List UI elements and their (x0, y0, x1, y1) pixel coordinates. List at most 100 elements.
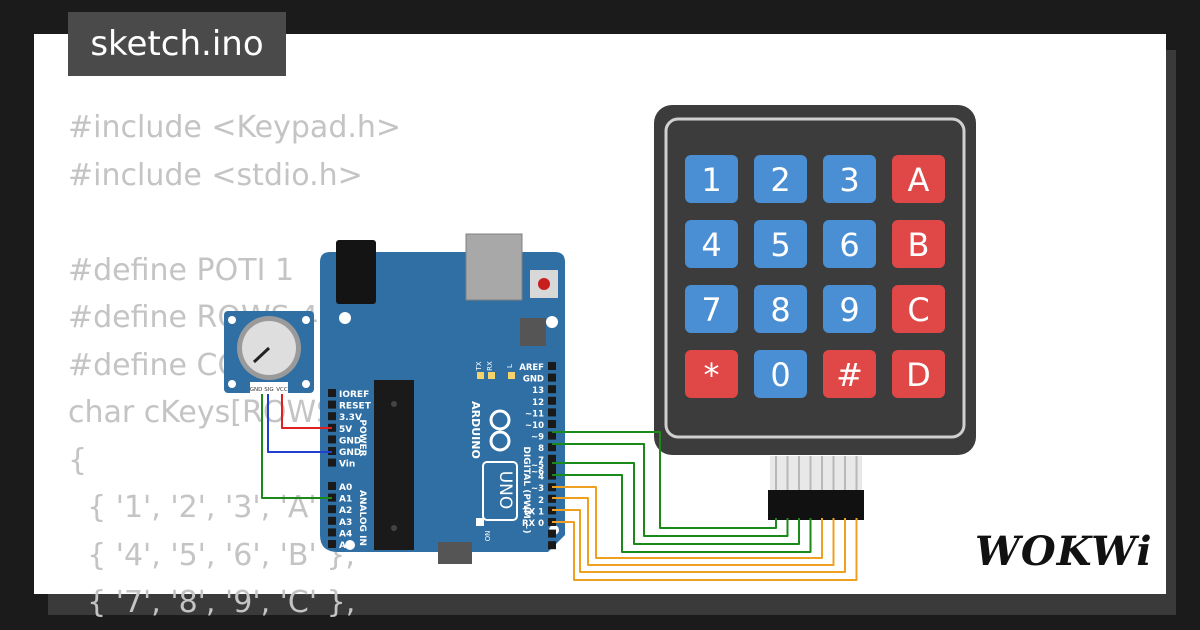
header-pin[interactable] (548, 420, 556, 428)
pin-label: Vin (339, 460, 355, 470)
header-pin[interactable] (548, 541, 556, 550)
led-label: L (506, 364, 514, 368)
key-label: 0 (770, 356, 790, 394)
key-A[interactable]: A (892, 155, 945, 203)
key-cap[interactable] (685, 285, 738, 333)
pin-label: 8 (538, 444, 544, 454)
power-jack (336, 240, 376, 304)
header-pin[interactable] (548, 431, 556, 440)
header-pin[interactable] (548, 373, 556, 382)
key-label: 3 (839, 161, 859, 199)
key-cap[interactable] (754, 285, 807, 333)
header-pin[interactable] (328, 482, 336, 490)
header-pin[interactable] (548, 466, 556, 475)
key-label: 9 (839, 291, 859, 329)
wokwi-logo: WOKWi (975, 528, 1153, 575)
key-6[interactable]: 6 (823, 220, 876, 268)
header-pin[interactable] (548, 396, 556, 405)
key-D[interactable]: D (892, 350, 945, 398)
key-cap[interactable] (685, 220, 738, 268)
header-pin[interactable] (328, 505, 336, 514)
code-line: #include <stdio.h> (68, 157, 363, 193)
key-cap[interactable] (823, 220, 876, 268)
key-cap[interactable] (892, 350, 945, 398)
pin-label: GND (339, 448, 361, 458)
key-9[interactable]: 9 (823, 285, 876, 333)
key-#[interactable]: # (823, 350, 876, 398)
pin-label: 5V (339, 425, 352, 435)
header-pin[interactable] (328, 528, 336, 537)
on-label: ON (484, 531, 492, 542)
key-label: 5 (770, 226, 790, 264)
keypad-ribbon (768, 456, 864, 520)
key-B[interactable]: B (892, 220, 945, 268)
key-8[interactable]: 8 (754, 285, 807, 333)
key-cap[interactable] (823, 285, 876, 333)
header-pin[interactable] (328, 516, 336, 525)
wire-keypad (552, 497, 835, 566)
header-pin[interactable] (328, 540, 336, 548)
pin-label: ~5 (531, 461, 544, 471)
key-cap[interactable] (685, 350, 738, 398)
key-cap[interactable] (685, 155, 738, 203)
key-cap[interactable] (754, 155, 807, 203)
key-1[interactable]: 1 (685, 155, 738, 203)
key-7[interactable]: 7 (685, 285, 738, 333)
header-pin[interactable] (548, 443, 556, 452)
key-label: B (908, 226, 930, 264)
key-label: # (836, 356, 863, 394)
header-pin[interactable] (328, 435, 336, 444)
header-pin[interactable] (548, 529, 556, 538)
key-cap[interactable] (754, 220, 807, 268)
board-name-label: UNO (495, 471, 515, 510)
key-cap[interactable] (823, 350, 876, 398)
usb-port (465, 233, 523, 301)
wire-keypad (552, 486, 823, 559)
key-cap[interactable] (823, 155, 876, 203)
uno-logo-box (482, 461, 518, 521)
key-5[interactable]: 5 (754, 220, 807, 268)
wire-keypad (552, 518, 858, 581)
file-name-tab[interactable]: sketch.ino (68, 12, 286, 76)
key-0[interactable]: 0 (754, 350, 807, 398)
key-C[interactable]: C (892, 285, 945, 333)
icsp-header-bottom (438, 542, 472, 564)
key-cap[interactable] (892, 285, 945, 333)
arduino-uno-board[interactable]: UNO ARDUINO POWER ANALOG IN DIGITAL (PWM… (320, 233, 565, 564)
key-label: C (907, 291, 929, 329)
key-cap[interactable] (892, 220, 945, 268)
preview-card: #include <Keypad.h>#include <stdio.h> #d… (34, 34, 1166, 620)
header-pin[interactable] (548, 385, 556, 394)
key-label: D (906, 356, 931, 394)
rx-led (488, 372, 495, 379)
pin-label: A2 (339, 506, 352, 516)
key-2[interactable]: 2 (754, 155, 807, 203)
header-pin[interactable] (548, 362, 556, 370)
pin-label: TX 1 (523, 507, 544, 517)
mount-hole (345, 540, 355, 550)
key-cap[interactable] (754, 350, 807, 398)
pin-label: A4 (339, 529, 352, 539)
key-cap[interactable] (892, 155, 945, 203)
wire-keypad (552, 509, 846, 573)
key-*[interactable]: * (685, 350, 738, 398)
header-pin[interactable] (548, 454, 556, 463)
header-pin[interactable] (328, 400, 336, 409)
pin-label: ~11 (525, 409, 544, 419)
wire-pot-signal (261, 394, 332, 499)
key-3[interactable]: 3 (823, 155, 876, 203)
key-label: 1 (701, 161, 721, 199)
header-pin[interactable] (328, 412, 336, 421)
header-pin[interactable] (328, 458, 336, 467)
atmega-chip (374, 380, 414, 550)
pot-pin-label: SIG (264, 387, 273, 393)
header-pin[interactable] (328, 389, 336, 397)
header-pin[interactable] (548, 408, 556, 417)
key-4[interactable]: 4 (685, 220, 738, 268)
pin-label: RESET (339, 402, 372, 412)
pin-label: A1 (339, 495, 352, 505)
